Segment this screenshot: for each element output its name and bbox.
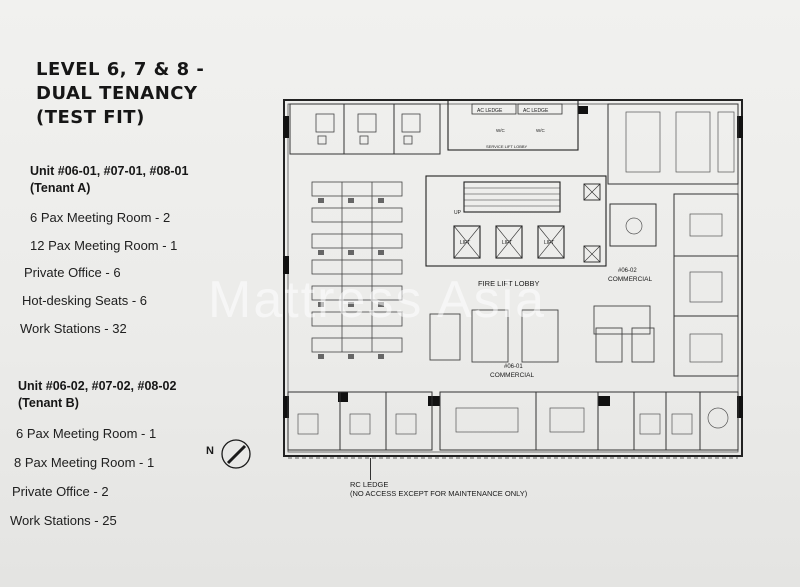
north-label: N: [206, 445, 214, 457]
floor-plan-svg: AC LEDGE AC LEDGE W/C W/C SERVICE LIFT L…: [283, 99, 743, 459]
tenant-b-heading: Unit #06-02, #07-02, #08-02 (Tenant B): [18, 378, 176, 412]
north-compass: N: [206, 437, 266, 477]
tenant-a-heading: Unit #06-01, #07-01, #08-01 (Tenant A): [30, 163, 188, 197]
wc-label: W/C: [536, 128, 545, 133]
tenant-b-item: 8 Pax Meeting Room - 1: [14, 455, 155, 470]
watermark: Mattress Asia: [208, 271, 547, 329]
stair-up-label: UP: [454, 210, 462, 216]
tenant-a-item: Hot-desking Seats - 6: [22, 293, 148, 308]
ac-ledge-label: AC LEDGE: [477, 108, 503, 114]
lift-label: LIFT: [544, 240, 554, 246]
wc-label: W/C: [496, 128, 505, 133]
floor-plan-drawing: AC LEDGE AC LEDGE W/C W/C SERVICE LIFT L…: [278, 96, 748, 466]
lift-label: LIFT: [502, 240, 512, 246]
unit-0601-number: #06-01: [504, 364, 523, 370]
ac-ledge-label: AC LEDGE: [523, 108, 549, 114]
tenant-b-item: Private Office - 2: [12, 484, 109, 499]
tenant-b-label: (Tenant B): [18, 396, 79, 410]
rc-ledge-pointer: [370, 458, 371, 480]
rc-ledge-title: RC LEDGE: [350, 480, 389, 489]
lift-label: LIFT: [460, 240, 470, 246]
title-line-3: (TEST FIT): [36, 107, 145, 128]
tenant-a-item: 6 Pax Meeting Room - 2: [30, 210, 171, 225]
fire-lift-lobby-label: FIRE LIFT LOBBY: [478, 279, 540, 288]
title-line-1: LEVEL 6, 7 & 8 -: [36, 59, 205, 80]
unit-0602-number: #06-02: [618, 268, 637, 274]
service-lift-lobby-label: SERVICE LIFT LOBBY: [486, 144, 528, 149]
unit-0602-use: COMMERCIAL: [608, 276, 652, 283]
tenant-a-item: 12 Pax Meeting Room - 1: [30, 238, 178, 253]
title-line-2: DUAL TENANCY: [36, 83, 198, 104]
unit-0601-use: COMMERCIAL: [490, 372, 534, 379]
tenant-a-label: (Tenant A): [30, 181, 91, 195]
tenant-a-unit-line: Unit #06-01, #07-01, #08-01: [30, 164, 189, 178]
tenant-b-item: Work Stations - 25: [10, 513, 117, 528]
compass-icon: [221, 439, 251, 469]
rc-ledge-desc: (NO ACCESS EXCEPT FOR MAINTENANCE ONLY): [350, 489, 528, 498]
rc-ledge-note: RC LEDGE (NO ACCESS EXCEPT FOR MAINTENAN…: [350, 480, 527, 498]
plan-title: LEVEL 6, 7 & 8 - DUAL TENANCY (TEST FIT): [36, 58, 256, 130]
tenant-a-item: Private Office - 6: [24, 265, 121, 280]
tenant-a-item: Work Stations - 32: [20, 321, 127, 336]
tenant-b-unit-line: Unit #06-02, #07-02, #08-02: [18, 379, 177, 393]
tenant-b-item: 6 Pax Meeting Room - 1: [16, 426, 157, 441]
